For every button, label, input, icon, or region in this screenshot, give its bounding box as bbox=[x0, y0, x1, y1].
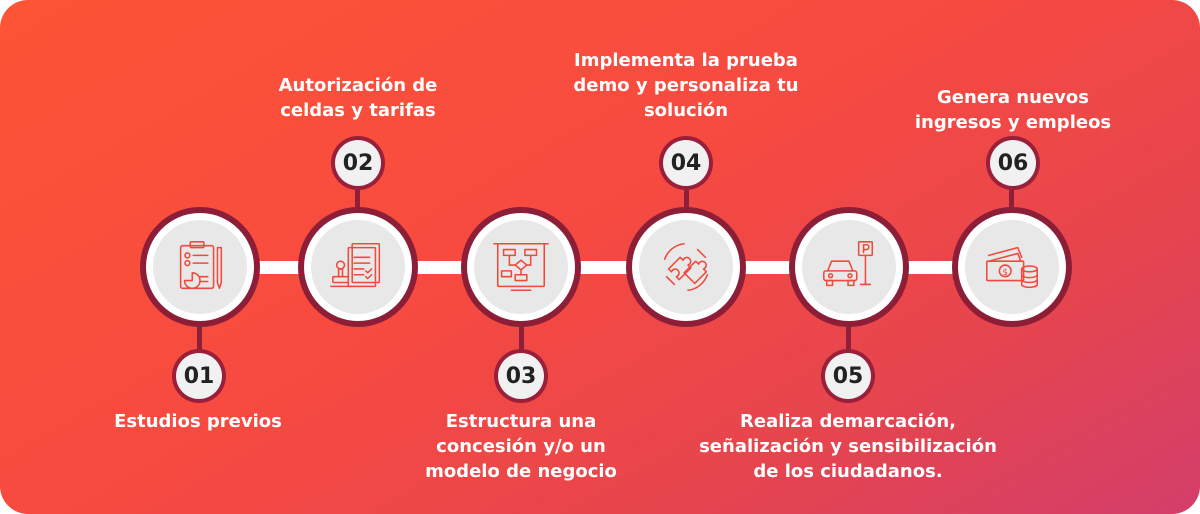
step-01-badge: 01 bbox=[172, 349, 226, 403]
step-04-circle bbox=[626, 207, 746, 327]
step-03-number: 03 bbox=[498, 353, 544, 399]
step-02-label: Autorización de celdas y tarifas bbox=[278, 75, 438, 121]
step-02-circle bbox=[298, 207, 418, 327]
step-02-badge: 02 bbox=[331, 136, 385, 190]
step-04-badge: 04 bbox=[659, 136, 713, 190]
step-06-number: 06 bbox=[990, 140, 1036, 186]
step-06-badge: 06 bbox=[986, 136, 1040, 190]
connector-05 bbox=[846, 322, 851, 362]
step-03-label: Estructura una concesión y/o un modelo d… bbox=[425, 411, 617, 482]
step-01-number: 01 bbox=[176, 353, 222, 399]
flowchart-board-icon bbox=[493, 242, 549, 292]
money-coins-icon: $ bbox=[986, 246, 1038, 289]
step-04-label: Implementa la prueba demo y personaliza … bbox=[573, 50, 799, 121]
step-05-badge: 05 bbox=[821, 349, 875, 403]
connector-03 bbox=[519, 322, 524, 362]
stamp-document-icon bbox=[330, 242, 381, 288]
step-06-label: Genera nuevos ingresos y empleos bbox=[914, 87, 1112, 133]
svg-text:$: $ bbox=[1002, 268, 1008, 278]
step-03-badge: 03 bbox=[494, 349, 548, 403]
step-06-circle: $ bbox=[952, 207, 1072, 327]
step-03-circle bbox=[461, 207, 581, 327]
step-02-number: 02 bbox=[335, 140, 381, 186]
car-parking-sign-icon bbox=[823, 241, 874, 287]
step-05-circle bbox=[789, 207, 909, 327]
checklist-chart-icon bbox=[179, 241, 223, 290]
puzzle-pieces-icon bbox=[663, 242, 709, 292]
step-05-label: Realiza demarcación, señalización y sens… bbox=[699, 411, 997, 482]
step-01-circle bbox=[140, 207, 260, 327]
step-05-number: 05 bbox=[825, 353, 871, 399]
step-04-number: 04 bbox=[663, 140, 709, 186]
step-01-label: Estudios previos bbox=[114, 411, 282, 432]
connector-01 bbox=[197, 322, 202, 362]
